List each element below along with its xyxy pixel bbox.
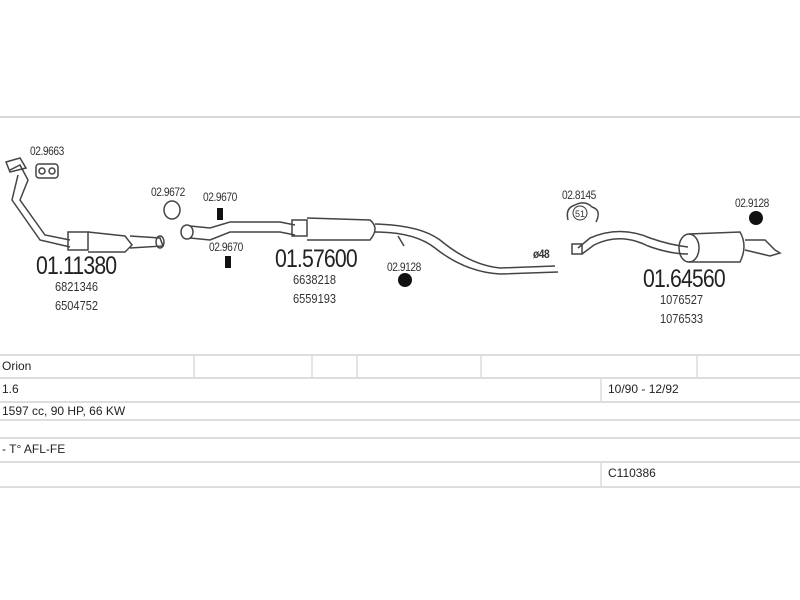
- downpipe-oe-2: 6504752: [55, 298, 99, 313]
- top-divider: [0, 116, 800, 118]
- rear-oe-1: 1076527: [660, 292, 704, 307]
- downpipe-part: [4, 157, 165, 253]
- sealing-ring-icon: [163, 200, 181, 220]
- middle-oe-1: 6638218: [293, 272, 337, 287]
- table-row-ref: C110386: [0, 463, 800, 488]
- rubber-mount-icon: [566, 202, 599, 223]
- downpipe-oe-1: 6821346: [55, 279, 99, 294]
- exhaust-system-drawing: 51: [4, 157, 782, 287]
- ref-value: C110386: [600, 463, 800, 486]
- table-row-power: 1597 cc, 90 HP, 66 KW: [0, 403, 800, 421]
- rear-oe-2: 1076533: [660, 311, 704, 326]
- hanger-rear-icon: [749, 211, 763, 225]
- mount-badge: 51: [575, 209, 585, 219]
- manifold-gasket-icon: [35, 163, 59, 179]
- engine-value: 1.6: [2, 382, 19, 396]
- downpipe-code: 01.11380: [36, 252, 117, 280]
- hanger-rear-code: 02.9128: [735, 196, 769, 210]
- empty-cell: [311, 356, 356, 377]
- clamp-top-code: 02.9670: [203, 190, 237, 204]
- diameter-label: ø48: [533, 247, 550, 261]
- empty-cell: [480, 356, 696, 377]
- model-value: Orion: [2, 359, 32, 373]
- ring-code: 02.9672: [151, 185, 185, 199]
- hanger-mid-icon: [398, 273, 412, 287]
- mount-code: 02.8145: [562, 188, 596, 202]
- hanger-mid-code: 02.9128: [387, 260, 421, 274]
- type-value: - T° AFL-FE: [2, 442, 66, 456]
- clamp-bottom-code: 02.9670: [209, 240, 243, 254]
- rear-silencer-part: [571, 230, 782, 263]
- table-row-engine: 1.6 10/90 - 12/92: [0, 379, 800, 403]
- years-value: 10/90 - 12/92: [600, 379, 800, 401]
- table-top-border: [0, 354, 800, 356]
- power-value: 1597 cc, 90 HP, 66 KW: [2, 404, 126, 418]
- clamp-top-icon: [217, 208, 223, 220]
- table-row-type: - T° AFL-FE: [0, 439, 800, 463]
- table-row-empty: [0, 421, 800, 439]
- mount-badge-circle: [572, 205, 588, 221]
- empty-cell: [356, 356, 480, 377]
- rear-code: 01.64560: [643, 265, 726, 293]
- clamp-bottom-icon: [225, 256, 231, 268]
- empty-cell: [193, 356, 311, 377]
- middle-oe-2: 6559193: [293, 291, 337, 306]
- middle-silencer-part: [180, 217, 559, 275]
- gasket-code: 02.9663: [30, 144, 64, 158]
- table-row-model: Orion: [0, 356, 800, 379]
- middle-code: 01.57600: [275, 245, 358, 273]
- empty-cell: [696, 356, 800, 377]
